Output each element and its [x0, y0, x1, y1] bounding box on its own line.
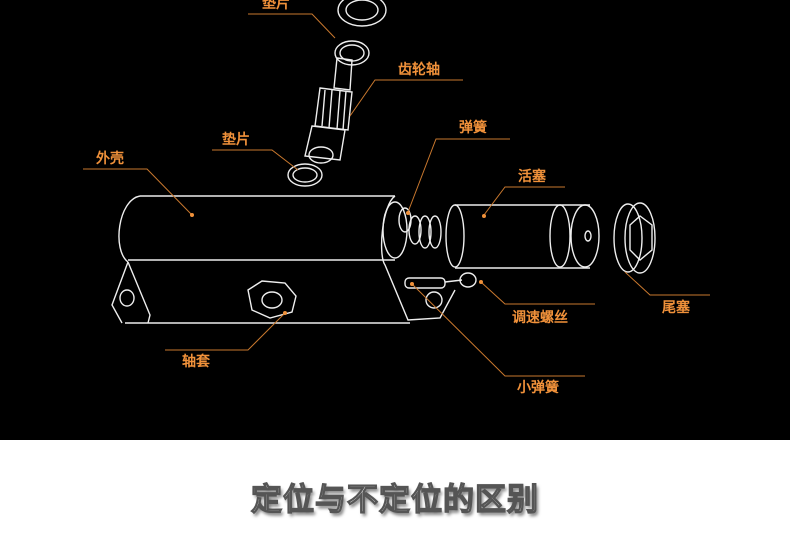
end-plug-shape — [613, 202, 656, 274]
label-bushing: 轴套 — [182, 354, 210, 370]
washer-bottom-ring — [287, 163, 323, 187]
exploded-diagram: 垫片 齿轮轴 垫片 外壳 弹簧 活塞 调速螺丝 尾塞 轴套 小弹簧 — [0, 0, 790, 440]
label-housing: 外壳 — [96, 151, 124, 167]
label-speed-screw: 调速螺丝 — [512, 310, 568, 326]
housing-shape — [111, 195, 456, 324]
leader-lines — [83, 13, 710, 377]
label-washer-bottom: 垫片 — [222, 132, 250, 148]
piston-shape — [445, 204, 600, 269]
label-washer-top: 垫片 — [262, 0, 290, 12]
label-piston: 活塞 — [518, 169, 546, 185]
top-bearing — [334, 0, 387, 66]
spring-shape — [398, 207, 442, 249]
door-closer-drawing — [83, 0, 710, 377]
label-spring: 弹簧 — [459, 120, 487, 136]
label-end-plug: 尾塞 — [662, 300, 690, 316]
label-gear-shaft: 齿轮轴 — [398, 62, 440, 78]
speed-screw-shape — [404, 272, 477, 289]
section-caption: 定位与不定位的区别 — [250, 481, 539, 518]
gear-shaft-shape — [304, 57, 353, 164]
label-small-spring: 小弹簧 — [517, 380, 559, 396]
